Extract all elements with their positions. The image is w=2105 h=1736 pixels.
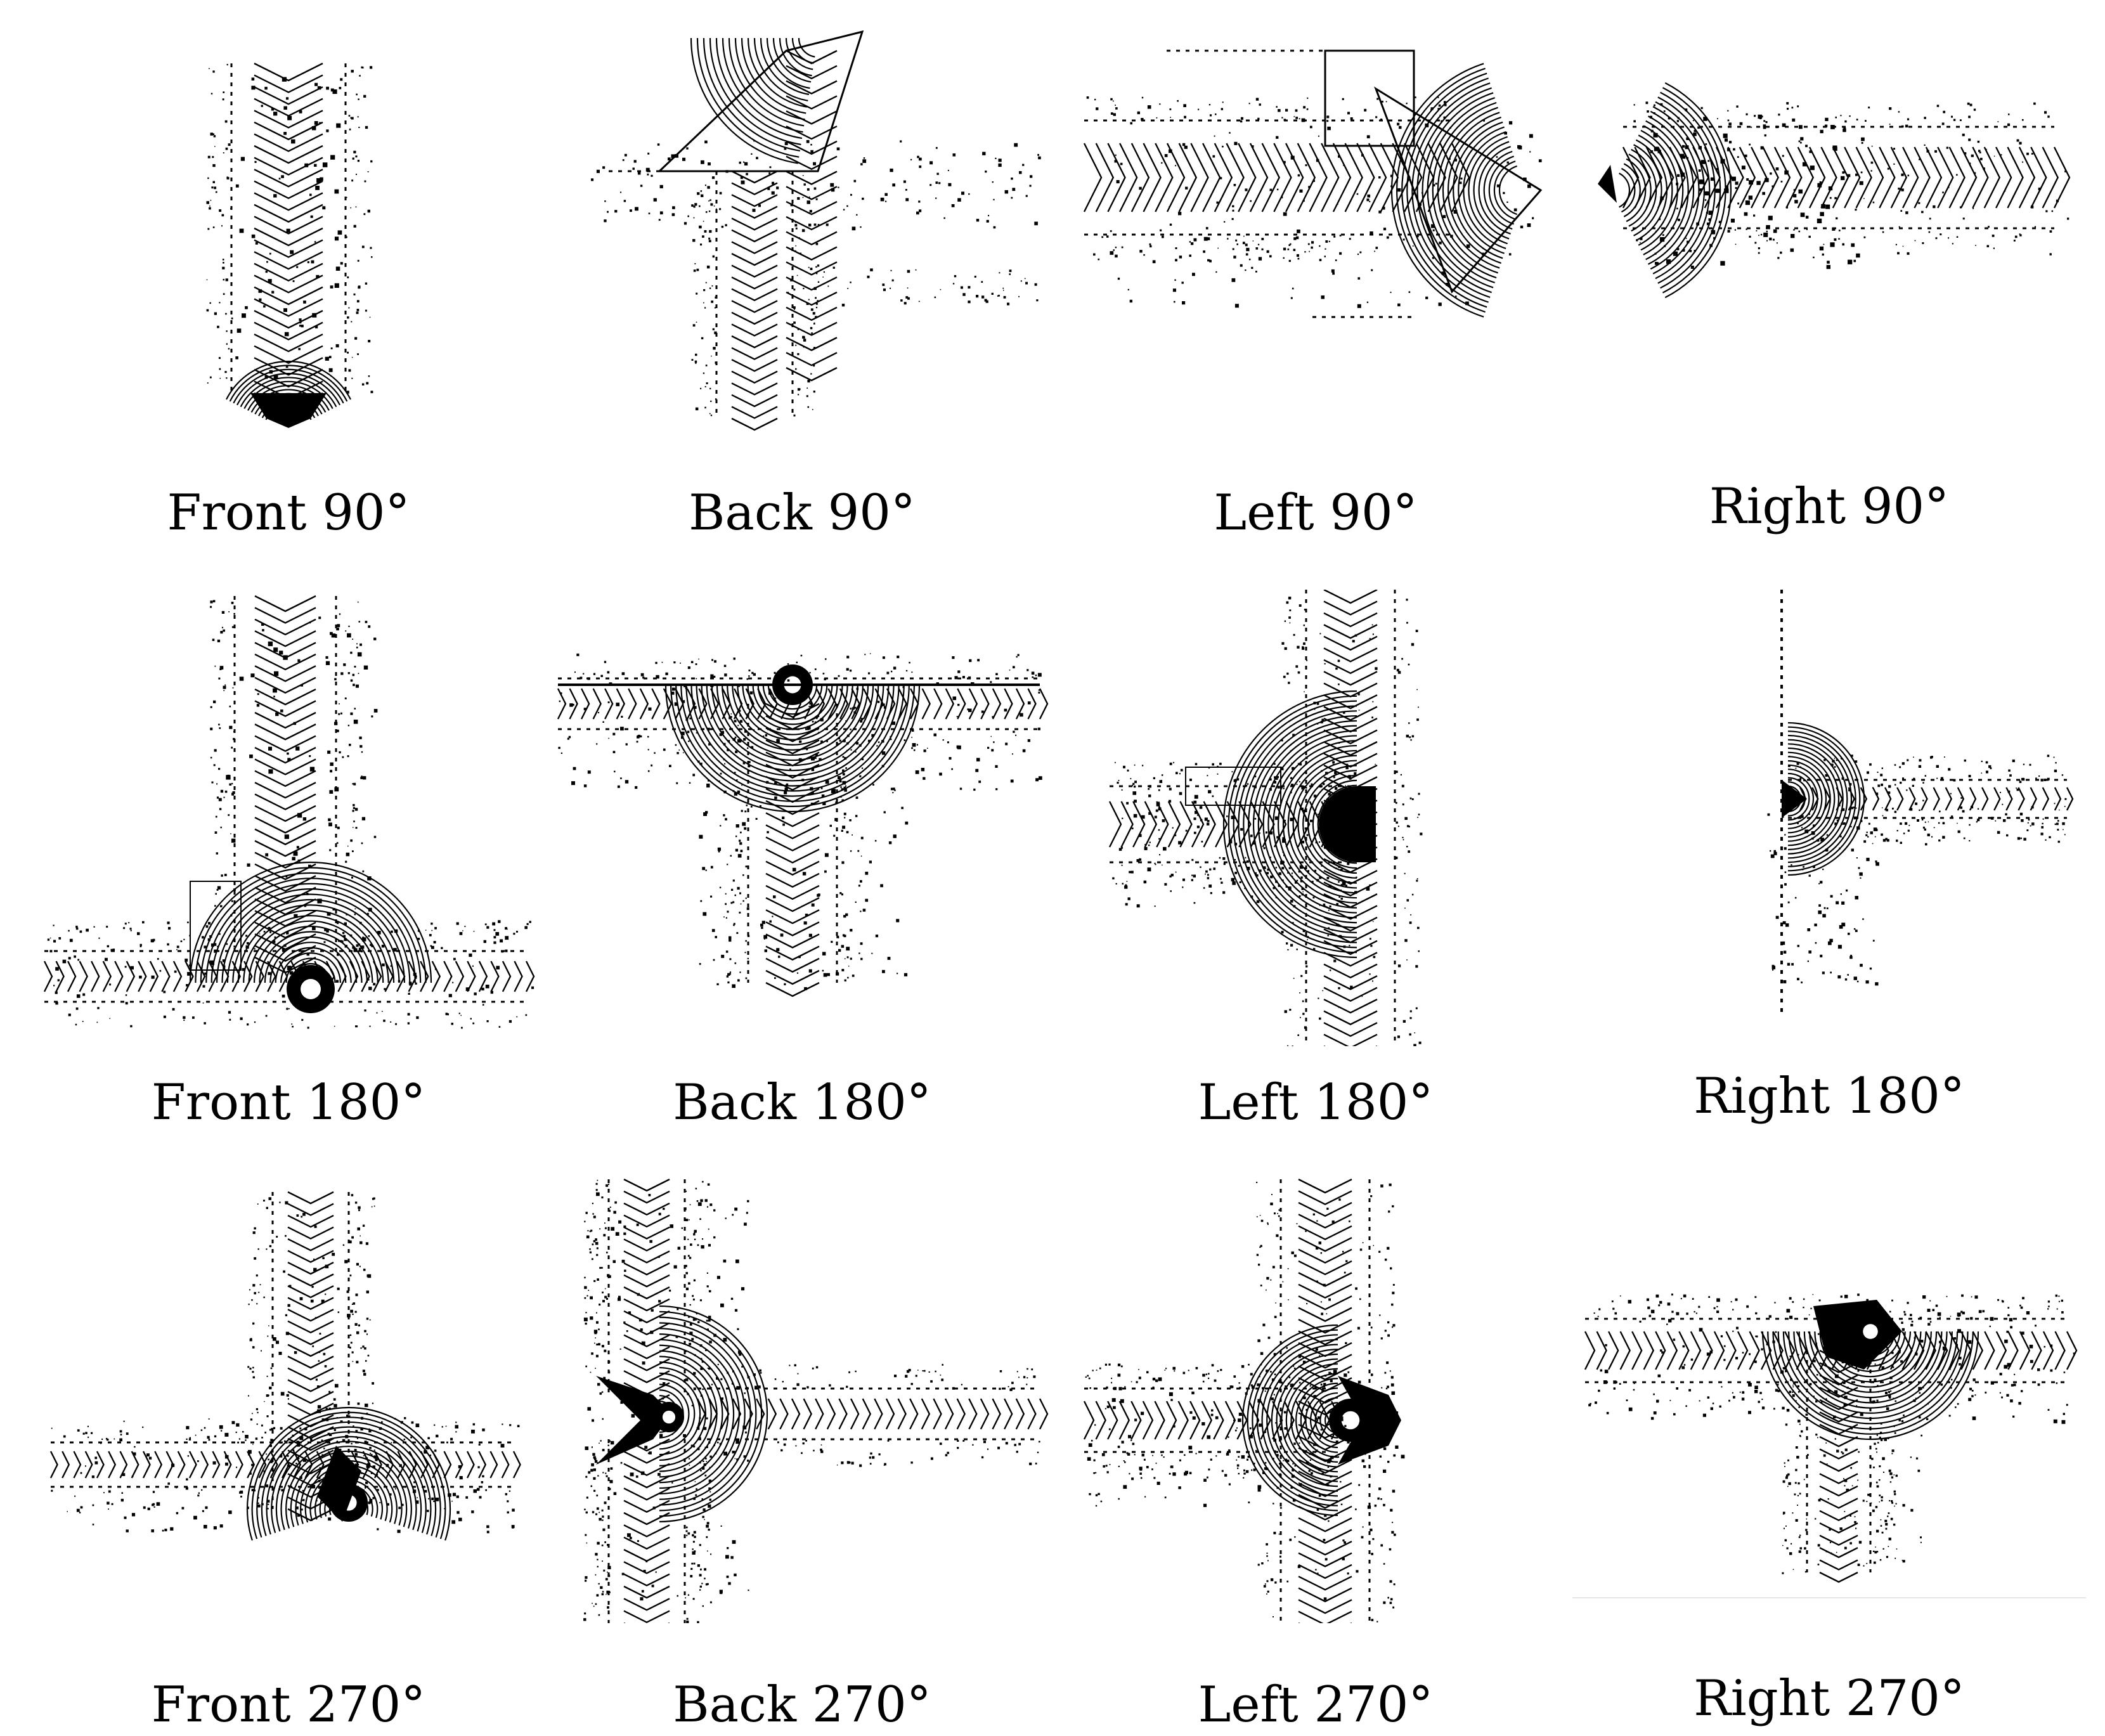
point-cloud-left-90 bbox=[1083, 49, 1543, 318]
panel-back-90: Back 90° bbox=[545, 13, 1059, 577]
panel-front-270: Front 270° bbox=[32, 1179, 545, 1736]
caption-right-270: Right 270° bbox=[1694, 1670, 1965, 1727]
scan-right-270 bbox=[1572, 1293, 2086, 1598]
caption-back-90: Back 90° bbox=[689, 484, 916, 541]
caption-front-180: Front 180° bbox=[151, 1074, 426, 1131]
caption-back-270: Back 270° bbox=[673, 1676, 931, 1733]
scan-front-180 bbox=[43, 595, 535, 1029]
scan-back-90 bbox=[591, 30, 1041, 431]
panel-right-270: Right 270° bbox=[1572, 1167, 2086, 1731]
panel-front-90: Front 90° bbox=[32, 38, 545, 602]
scan-back-270 bbox=[583, 1178, 1049, 1623]
point-cloud-left-180 bbox=[1108, 590, 1423, 1046]
caption-left-90: Left 90° bbox=[1214, 484, 1418, 541]
point-cloud-right-90 bbox=[1598, 82, 2071, 299]
panel-back-270: Back 270° bbox=[545, 1167, 1059, 1731]
point-cloud-back-180 bbox=[557, 653, 1049, 997]
scan-left-180 bbox=[1108, 590, 1423, 1046]
point-cloud-back-90 bbox=[591, 30, 1041, 431]
panel-right-180: Right 180° bbox=[1572, 571, 2086, 1135]
point-cloud-right-180 bbox=[1767, 590, 2074, 1014]
panel-left-270: Left 270° bbox=[1059, 1167, 1572, 1731]
point-cloud-front-90 bbox=[206, 62, 373, 428]
point-cloud-front-180 bbox=[43, 595, 535, 1029]
caption-right-180: Right 180° bbox=[1694, 1068, 1965, 1125]
scan-right-180 bbox=[1767, 590, 2074, 1014]
scan-front-90 bbox=[206, 62, 373, 428]
scan-front-270 bbox=[49, 1191, 521, 1541]
panel-right-90: Right 90° bbox=[1572, 25, 2086, 590]
point-cloud-right-270 bbox=[1572, 1293, 2086, 1598]
scan-back-180 bbox=[557, 653, 1049, 997]
caption-left-180: Left 180° bbox=[1198, 1074, 1434, 1131]
point-cloud-front-270 bbox=[49, 1191, 521, 1541]
scan-right-90 bbox=[1598, 82, 2071, 299]
point-cloud-back-270 bbox=[583, 1178, 1049, 1623]
panel-left-90: Left 90° bbox=[1059, 25, 1572, 590]
scan-left-270 bbox=[1083, 1178, 1405, 1623]
panel-back-180: Back 180° bbox=[545, 590, 1059, 1154]
caption-left-270: Left 270° bbox=[1198, 1676, 1434, 1733]
point-cloud-left-270 bbox=[1083, 1178, 1405, 1623]
panel-left-180: Left 180° bbox=[1059, 590, 1572, 1154]
caption-back-180: Back 180° bbox=[673, 1074, 931, 1131]
panel-front-180: Front 180° bbox=[32, 590, 545, 1154]
scan-left-90 bbox=[1083, 49, 1543, 318]
caption-front-90: Front 90° bbox=[167, 484, 410, 541]
caption-front-270: Front 270° bbox=[151, 1676, 426, 1733]
caption-right-90: Right 90° bbox=[1709, 478, 1950, 535]
